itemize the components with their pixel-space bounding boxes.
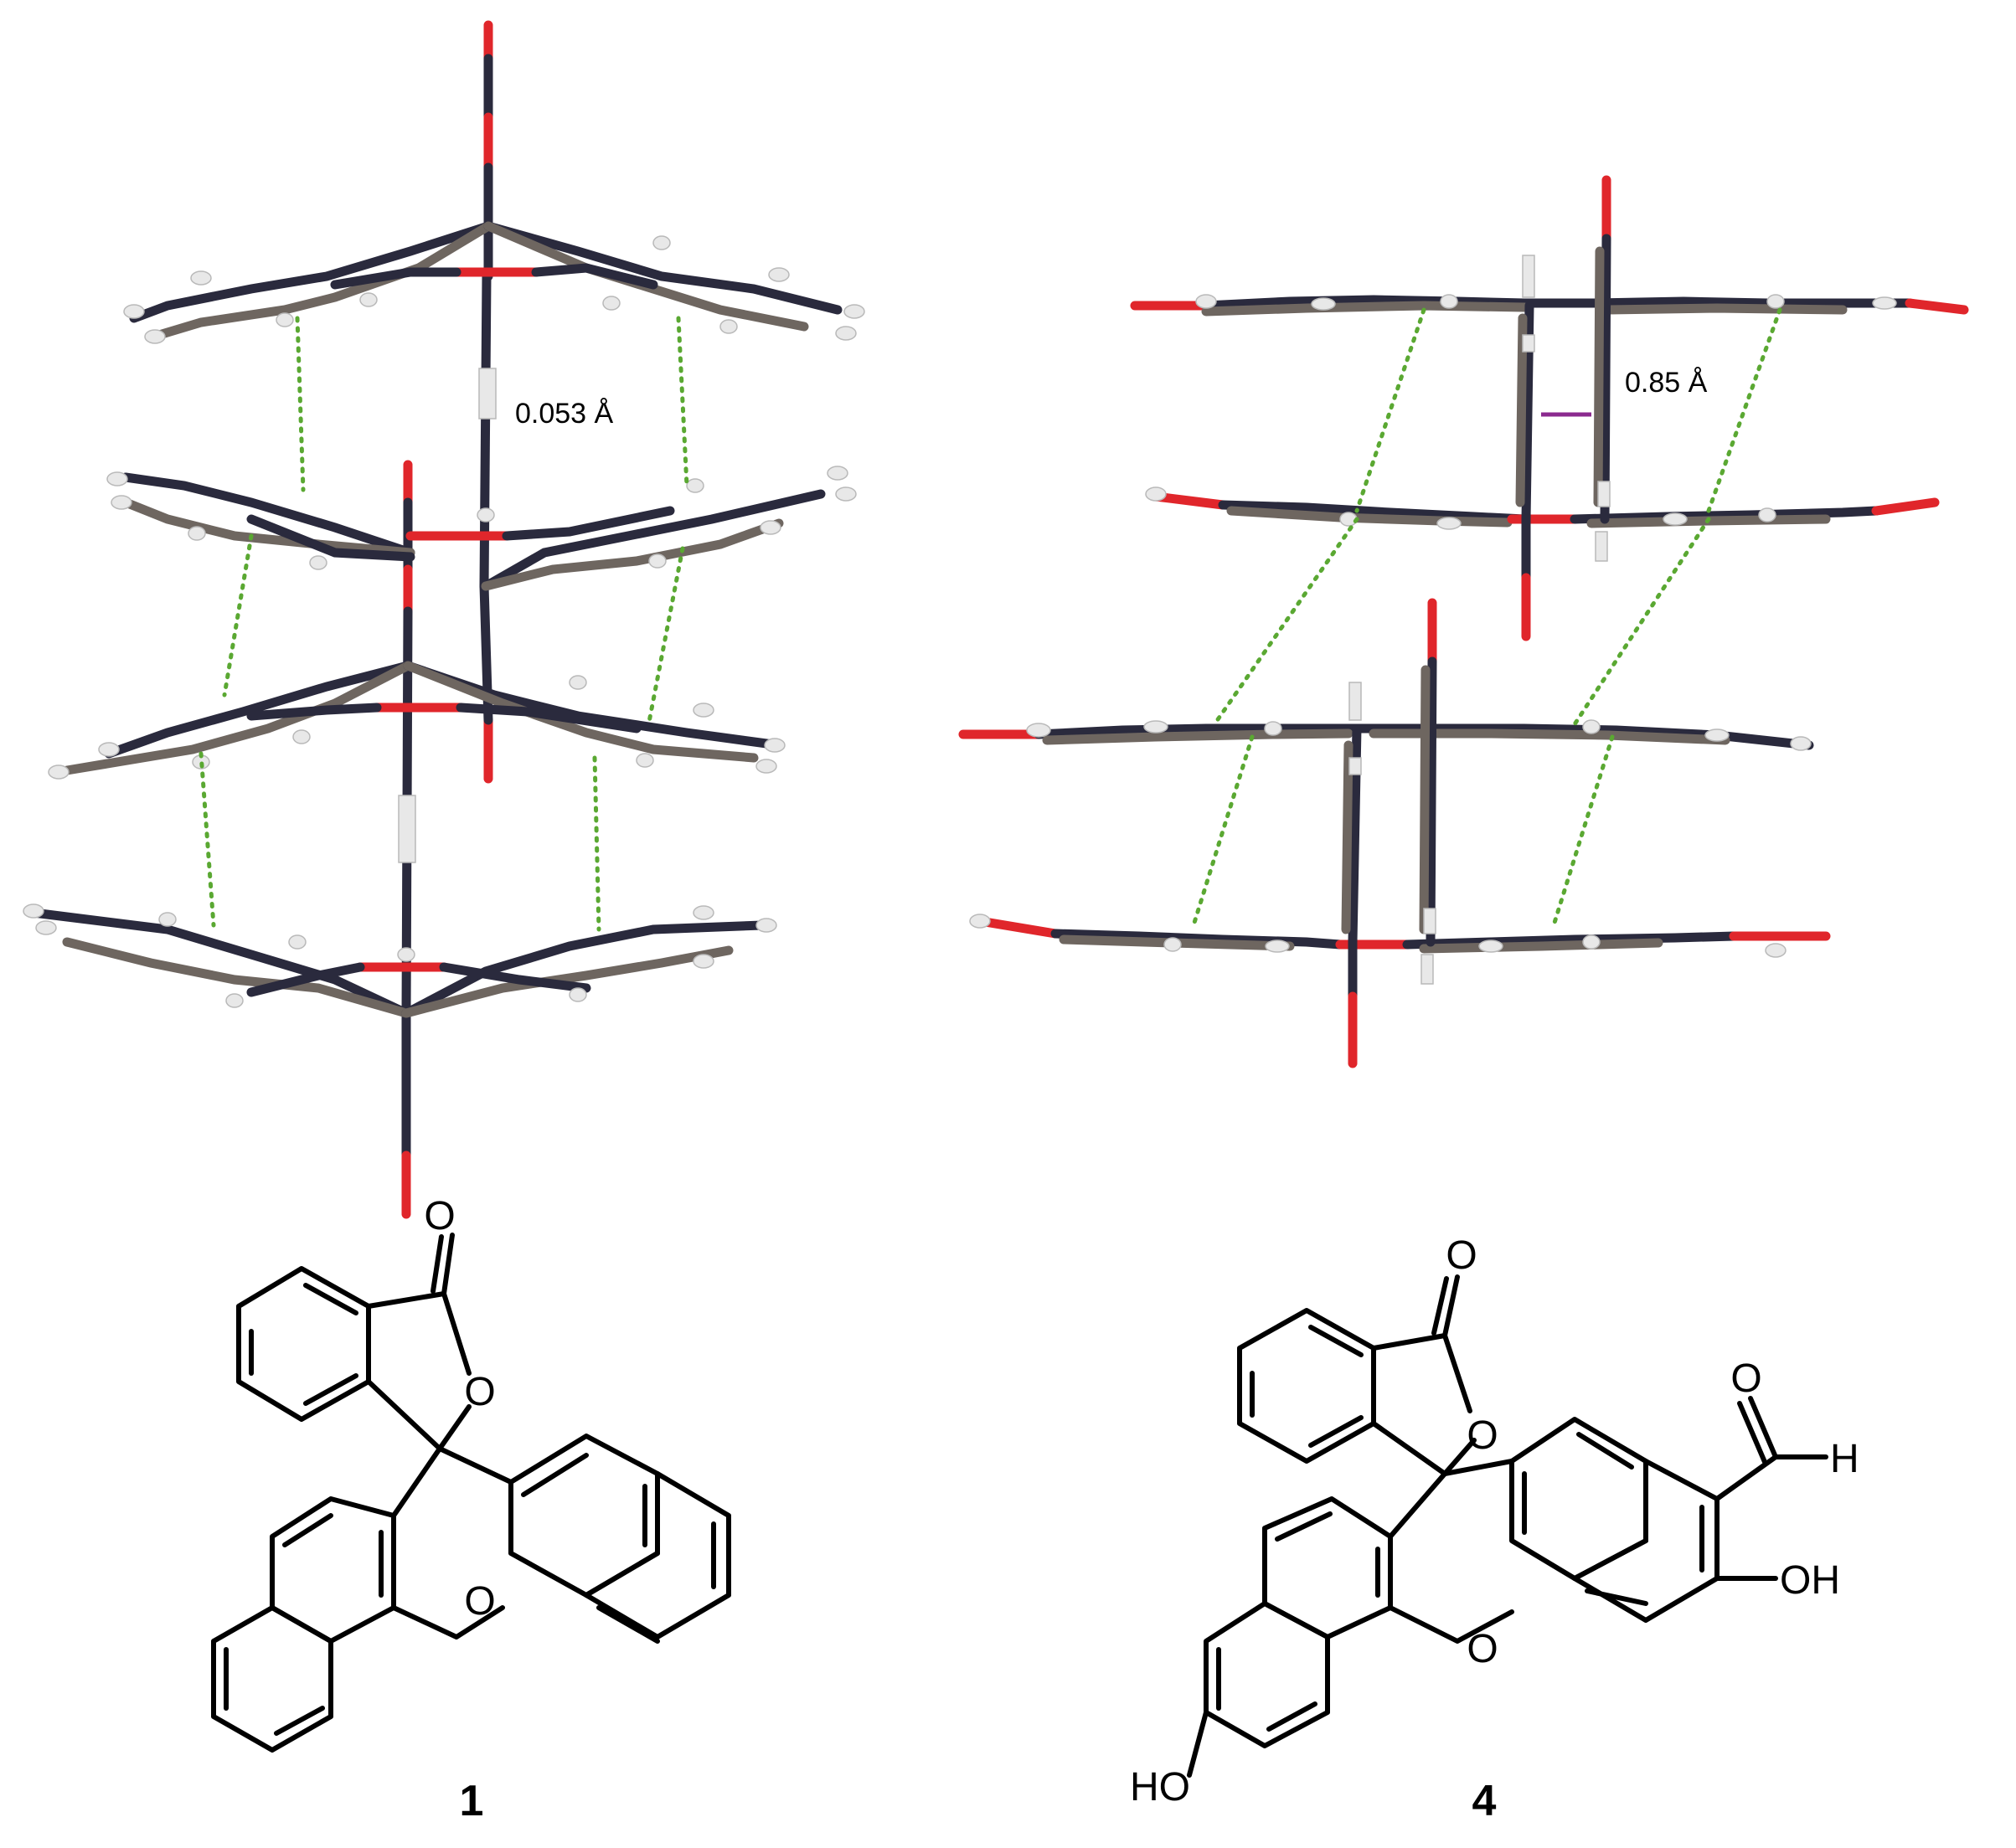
atom-H-aldehyde-4: H — [1830, 1437, 1859, 1481]
atom-O-lactone-1: O — [464, 1370, 495, 1414]
atom-HO-4: HO — [1130, 1765, 1190, 1809]
atom-O-xanthene-1: O — [464, 1579, 495, 1624]
pi-stacking-contacts — [199, 316, 689, 932]
compound-number-1: 1 — [460, 1777, 484, 1825]
central-axis-bonds — [398, 20, 497, 1219]
atom-O-carbonyl-1: O — [424, 1194, 455, 1238]
molecule-layer-3 — [48, 661, 786, 780]
crystal-packing-compound-4: 0.85 Å — [958, 175, 1969, 1068]
atom-O-carbonyl-4: O — [1446, 1233, 1477, 1278]
offset-stacking-contacts — [1191, 307, 1782, 928]
compound-number-4: 4 — [1472, 1777, 1497, 1825]
atom-O-aldehyde-4: O — [1730, 1356, 1761, 1401]
atom-OH-4: OH — [1780, 1558, 1840, 1603]
molecule-pair-2 — [958, 598, 1831, 1068]
structure-compound-1: O O O 1 — [211, 1194, 731, 1825]
structure-compound-4: O O O O H OH HO 4 — [1130, 1233, 1859, 1825]
right-distance-label: 0.85 Å — [1625, 367, 1708, 399]
molecule-pair-1 — [1130, 175, 1969, 641]
left-distance-label: 0.053 Å — [515, 398, 614, 430]
atom-O-lactone-4: O — [1467, 1413, 1498, 1458]
molecule-layer-4 — [23, 903, 777, 1018]
molecule-layer-1 — [123, 221, 865, 344]
molecule-layer-2 — [106, 466, 857, 591]
atom-O-xanthene-4: O — [1467, 1627, 1498, 1671]
crystal-packing-compound-1: 0.053 Å — [23, 20, 865, 1219]
